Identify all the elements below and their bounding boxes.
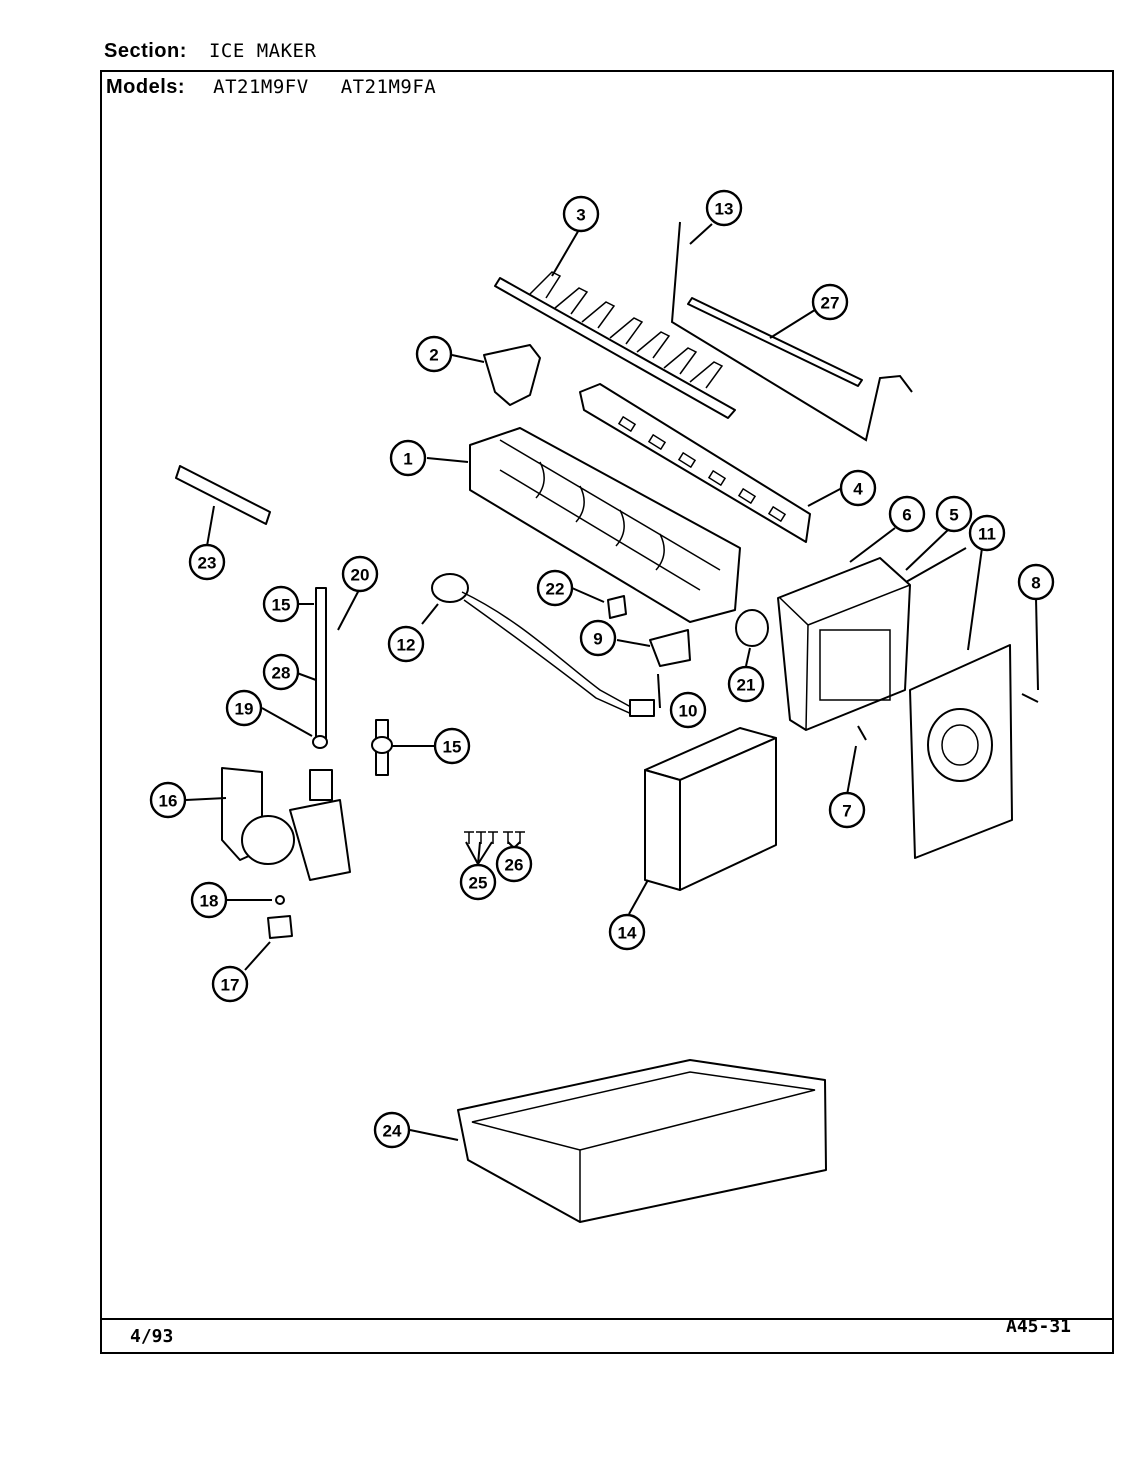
callout-14: 14 [608, 913, 646, 951]
callout-label: 2 [429, 346, 438, 365]
callout-label: 3 [576, 206, 585, 225]
callout-label: 14 [618, 924, 637, 943]
callout-5: 5 [935, 495, 973, 533]
section-value: ICE MAKER [208, 40, 317, 62]
callout-label: 13 [715, 200, 734, 219]
callout-2: 2 [415, 335, 453, 373]
callout-label: 9 [593, 630, 602, 649]
part-motor-plate [909, 644, 1013, 859]
callout-label: 24 [383, 1122, 402, 1141]
diagram-frame [100, 70, 1114, 1354]
callout-label: 8 [1031, 574, 1040, 593]
callout-label: 27 [821, 294, 840, 313]
part-wire-harness [431, 573, 655, 717]
part-housing [777, 557, 911, 731]
callout-label: 21 [737, 676, 756, 695]
callout-18: 18 [190, 881, 228, 919]
callout-24: 24 [373, 1111, 411, 1149]
callout-17: 17 [211, 965, 249, 1003]
part-thermostat-clip [607, 595, 627, 619]
part-screws-25-26 [464, 831, 525, 844]
part-clip [649, 629, 691, 667]
callout-21: 21 [727, 665, 765, 703]
part-screw-8 [1021, 693, 1039, 703]
callout-1: 1 [389, 439, 427, 477]
callout-label: 7 [842, 802, 851, 821]
callout-9: 9 [579, 619, 617, 657]
footer-date: 4/93 [130, 1326, 174, 1347]
callout-11: 11 [968, 514, 1006, 552]
callout-28: 28 [262, 653, 300, 691]
part-screw-7 [857, 725, 867, 741]
callout-8: 8 [1017, 563, 1055, 601]
part-cover [644, 727, 777, 891]
footer-code: A45-31 [1006, 1316, 1072, 1337]
callout-label: 28 [272, 664, 291, 683]
model-number-1: AT21M9FV [213, 76, 309, 98]
callout-23: 23 [188, 543, 226, 581]
section-label: Section: [104, 40, 187, 62]
callout-label: 10 [679, 702, 698, 721]
callout-4: 4 [839, 469, 877, 507]
footer-divider [100, 1318, 1114, 1320]
part-gear [735, 609, 769, 647]
callout-label: 4 [853, 480, 863, 499]
callout-15-upper: 15 [262, 585, 300, 623]
callout-27: 27 [811, 283, 849, 321]
callout-label: 26 [505, 856, 524, 875]
models-label: Models: [106, 76, 186, 98]
callout-label: 19 [235, 700, 254, 719]
callout-12: 12 [387, 625, 425, 663]
part-water-valve [221, 767, 351, 881]
models-heading: Models: AT21M9FV AT21M9FA [106, 76, 436, 99]
callout-label: 17 [221, 976, 240, 995]
callout-7: 7 [828, 791, 866, 829]
part-ejector-shaft [494, 271, 736, 419]
callout-16: 16 [149, 781, 187, 819]
callout-label: 20 [351, 566, 370, 585]
callout-3: 3 [562, 195, 600, 233]
callout-label: 12 [397, 636, 416, 655]
part-bracket [483, 344, 541, 406]
section-heading: Section: ICE MAKER [104, 40, 316, 63]
callout-label: 5 [949, 506, 958, 525]
callout-label: 15 [443, 738, 462, 757]
callout-label: 6 [902, 506, 911, 525]
leader-lines [185, 223, 1039, 1141]
callout-22: 22 [536, 569, 574, 607]
callout-label: 11 [978, 525, 996, 544]
callout-label: 18 [200, 892, 219, 911]
callout-label: 25 [469, 874, 488, 893]
callout-25: 25 [459, 863, 497, 901]
callout-20: 20 [341, 555, 379, 593]
part-fill-tube [175, 465, 271, 525]
part-nut [267, 915, 293, 939]
part-washer [275, 895, 285, 905]
callout-label: 1 [403, 450, 412, 469]
part-stripper [579, 383, 811, 543]
part-shutoff-arm [670, 221, 913, 442]
callout-label: 15 [272, 596, 291, 615]
callout-label: 16 [159, 792, 178, 811]
callout-label: 23 [198, 554, 217, 573]
callout-19: 19 [225, 689, 263, 727]
callout-13: 13 [705, 189, 743, 227]
callout-label: 22 [546, 580, 565, 599]
part-water-line [312, 587, 393, 776]
part-ice-bin [457, 1059, 827, 1223]
callout-26: 26 [495, 845, 533, 883]
callout-6: 6 [888, 495, 926, 533]
part-ice-mold [469, 427, 741, 623]
callout-10: 10 [669, 691, 707, 729]
model-number-2: AT21M9FA [340, 76, 437, 98]
callout-15-lower: 15 [433, 727, 471, 765]
